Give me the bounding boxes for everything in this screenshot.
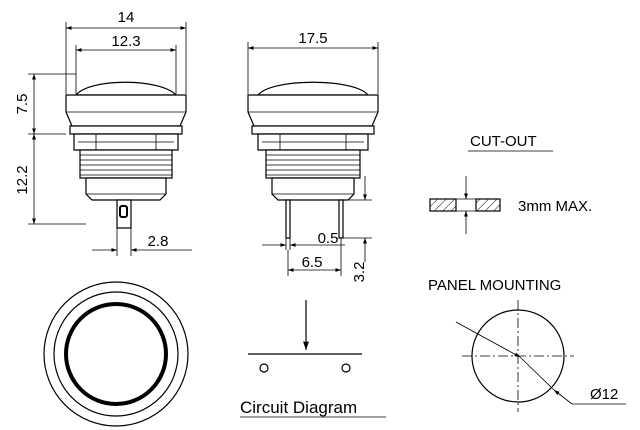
side-rim xyxy=(251,125,375,135)
cutout-panel-right xyxy=(475,198,501,212)
circuit-terminal-a xyxy=(259,363,269,373)
dim-cap-height: 7.5 xyxy=(14,94,31,115)
cutout-title: CUT-OUT xyxy=(470,133,537,150)
cutout-panel-left xyxy=(429,198,457,212)
top-button-face xyxy=(64,302,168,406)
top-view xyxy=(43,281,189,427)
dim-terminal-offset: 2.8 xyxy=(148,233,169,250)
dim-side-width: 17.5 xyxy=(298,30,327,47)
side-bezel xyxy=(247,94,379,127)
cutout-thickness: 3mm MAX. xyxy=(518,198,592,215)
side-body xyxy=(271,177,355,201)
front-dome xyxy=(74,81,178,96)
top-inner-ring xyxy=(53,291,179,417)
panel-hole-diameter: Ø12 xyxy=(590,386,618,403)
side-view: 17.5 0.5 6.5 3.2 xyxy=(247,30,379,283)
front-bezel xyxy=(65,94,187,127)
panel-mounting-section: PANEL MOUNTING Ø12 xyxy=(428,277,626,412)
circuit-section: Circuit Diagram xyxy=(240,300,386,418)
dim-terminal-length: 3.2 xyxy=(351,262,368,283)
front-view: 14 12.3 7.5 12.2 2.8 xyxy=(14,9,192,256)
side-thread xyxy=(265,149,361,179)
dim-terminal-spacing: 6.5 xyxy=(302,254,323,271)
side-dome xyxy=(256,81,370,96)
front-rim xyxy=(69,125,183,135)
dim-front-width-outer: 14 xyxy=(118,9,135,26)
front-body xyxy=(85,177,167,201)
dim-terminal-thickness: 0.5 xyxy=(318,230,339,247)
front-thread xyxy=(79,149,173,179)
panel-mounting-title: PANEL MOUNTING xyxy=(428,277,561,294)
circuit-title: Circuit Diagram xyxy=(240,398,357,417)
top-outer-ring xyxy=(43,281,189,427)
cutout-section: CUT-OUT 3mm MAX. xyxy=(429,133,592,234)
dim-front-width-inner: 12.3 xyxy=(111,33,140,50)
dim-thread-height: 12.2 xyxy=(14,165,31,194)
side-terminal-left xyxy=(285,199,291,239)
side-terminal-right xyxy=(338,199,344,239)
circuit-terminal-b xyxy=(341,363,351,373)
